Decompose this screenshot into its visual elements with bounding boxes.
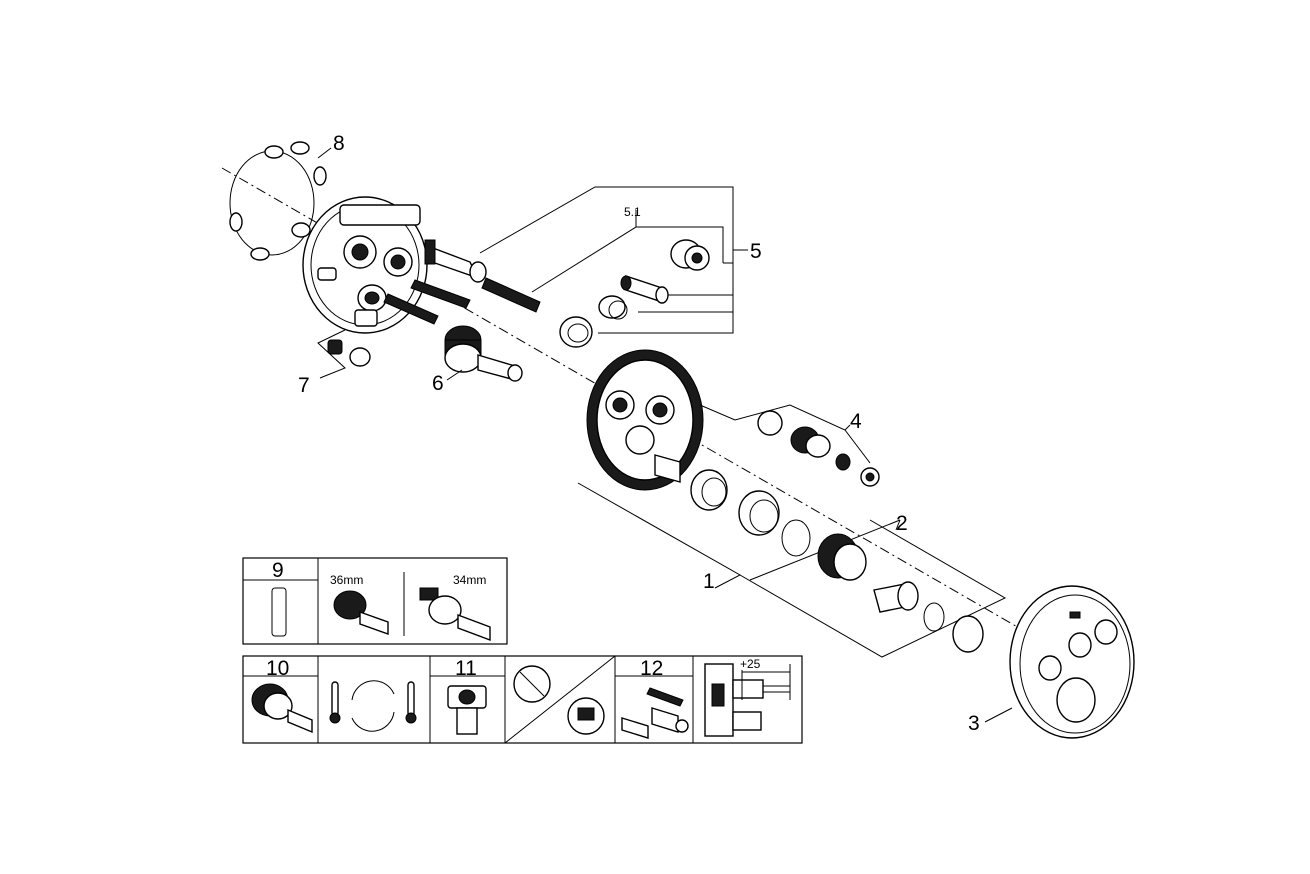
assembly-axis [221, 167, 1041, 641]
part-8-gasket[interactable] [229, 141, 327, 261]
callout-6-leader [446, 369, 463, 381]
legend-12-install-depth [704, 663, 791, 737]
legend-10-thermo-swap [329, 680, 417, 732]
legend-10-cartridge [251, 683, 313, 734]
legend-11-number: 11 [455, 657, 477, 680]
part-5-nut[interactable] [598, 295, 628, 320]
part-2-oring[interactable] [781, 519, 811, 557]
callout-8: 8 [333, 132, 345, 155]
callout-8-leader [317, 147, 332, 159]
part-1-adapter[interactable] [873, 581, 919, 613]
callout-3-leader [984, 707, 1013, 723]
part-5-cap[interactable] [670, 239, 710, 271]
callout-2: 2 [896, 512, 908, 535]
part-1-nut[interactable] [690, 469, 728, 511]
body-cartridge [423, 239, 487, 283]
callout-5-1: 5.1 [624, 205, 641, 219]
callout-7: 7 [298, 374, 310, 397]
callout-4: 4 [850, 410, 862, 433]
threaded-rods [383, 277, 541, 325]
part-1-cap[interactable] [952, 615, 984, 653]
callout-3: 3 [968, 712, 980, 735]
part-6-cartridge[interactable] [444, 325, 523, 382]
legend-12-number: 12 [640, 657, 663, 680]
part-5-sleeve[interactable] [620, 275, 669, 304]
legend-11-cartridge [447, 685, 487, 735]
legend-10-number: 10 [266, 657, 289, 680]
legend-11-no-symbols [513, 665, 605, 735]
part-5-bracket [479, 186, 748, 334]
legend-12-parts [621, 687, 689, 739]
part-4-components[interactable] [757, 410, 880, 487]
legend-12-dimension: +25 [740, 657, 761, 671]
legend-box-9 [242, 557, 508, 645]
part-1-clip[interactable] [923, 602, 945, 632]
mounting-plate[interactable] [586, 349, 704, 491]
callout-5: 5 [750, 240, 762, 263]
part-1-2-bracket [577, 482, 1007, 658]
legend-9-size-34mm: 34mm [453, 573, 486, 587]
part-4-bracket [699, 404, 871, 464]
callout-1: 1 [703, 570, 715, 593]
part-3-trim-plate[interactable] [1009, 585, 1135, 739]
legend-9-size-36mm: 36mm [330, 573, 363, 587]
legend-9-number: 9 [272, 559, 284, 582]
part-7-fittings[interactable] [317, 329, 371, 379]
part-2-knob[interactable] [817, 533, 867, 581]
part-5-ring[interactable] [559, 316, 593, 348]
part-1-sleeve[interactable] [738, 490, 780, 536]
callout-6: 6 [432, 372, 444, 395]
